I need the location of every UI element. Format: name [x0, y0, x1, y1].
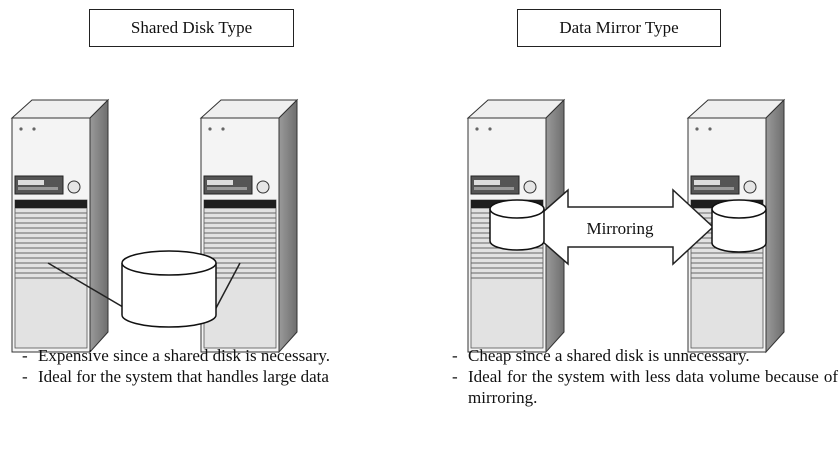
data-mirror-description: Cheap since a shared disk is unnecessary… — [450, 345, 838, 408]
server-icon — [11, 99, 109, 353]
description-item: Cheap since a shared disk is unnecessary… — [450, 345, 838, 366]
shared-disk-description: Expensive since a shared disk is necessa… — [20, 345, 342, 387]
data-mirror-type-title: Data Mirror Type — [517, 9, 721, 47]
mirroring-label: Mirroring — [586, 219, 654, 238]
connection-line — [214, 262, 241, 311]
disk-icon — [121, 250, 217, 328]
description-item: Ideal for the system that handles large … — [20, 366, 342, 387]
shared-disk-type-title: Shared Disk Type — [89, 9, 294, 47]
connection-line — [47, 262, 129, 311]
description-item: Ideal for the system with less data volu… — [450, 366, 838, 408]
disk-icon — [489, 199, 545, 251]
description-item: Expensive since a shared disk is necessa… — [20, 345, 342, 366]
disk-icon — [711, 199, 767, 253]
